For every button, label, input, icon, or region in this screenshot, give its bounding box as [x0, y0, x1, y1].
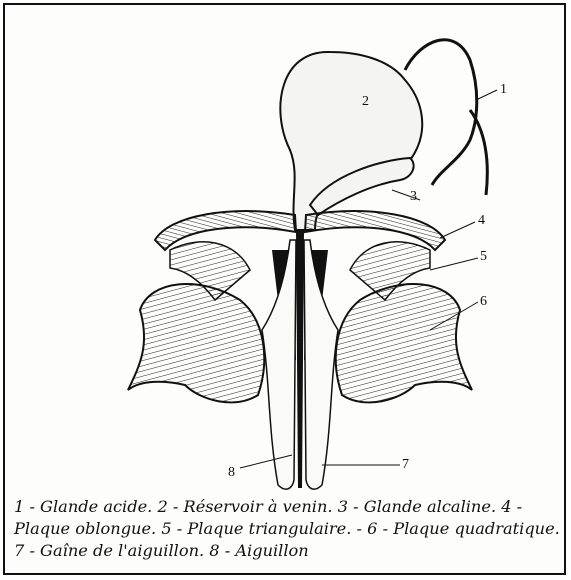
label-3: 3	[410, 189, 417, 204]
venom-reservoir-shape	[280, 52, 422, 230]
label-8: 8	[228, 465, 235, 480]
oblong-plate-right	[305, 211, 445, 250]
label-1: 1	[500, 82, 507, 97]
label-5: 5	[480, 249, 487, 264]
figure-caption: 1 - Glande acide. 2 - Réservoir à venin.…	[14, 496, 562, 562]
label-7: 7	[402, 457, 409, 472]
label-2: 2	[362, 94, 369, 109]
stinger-shape	[296, 230, 304, 488]
label-4: 4	[478, 213, 485, 228]
quadrate-plate-right	[336, 284, 472, 402]
quadrate-plate-left	[128, 284, 264, 402]
acid-gland-branch	[470, 110, 487, 195]
label-6: 6	[480, 294, 487, 309]
oblong-plate-left	[155, 211, 296, 250]
figure-caption-text: 1 - Glande acide. 2 - Réservoir à venin.…	[14, 497, 560, 560]
